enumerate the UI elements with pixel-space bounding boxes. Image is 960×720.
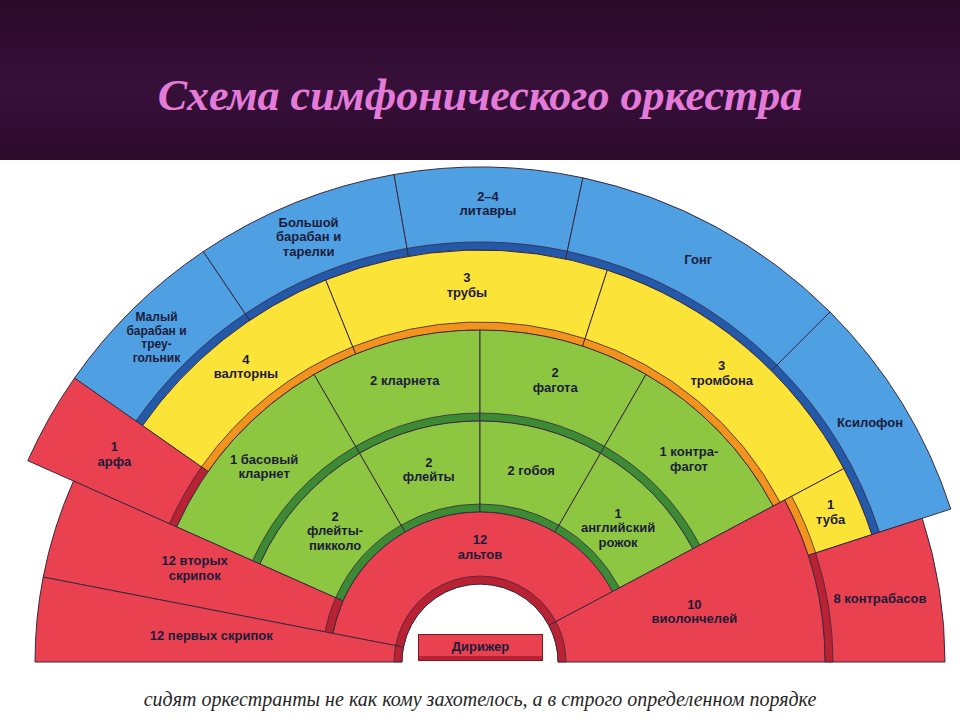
section-label: 1 английский рожок bbox=[576, 507, 660, 551]
section-label: 1 контра- фагот bbox=[656, 446, 722, 475]
section-shape bbox=[549, 500, 825, 662]
label-holder: Большой барабан и тарелки bbox=[267, 216, 351, 260]
section-label: 10 виолончелей bbox=[644, 598, 744, 627]
label-holder: Ксилофон bbox=[827, 416, 913, 431]
section-label: 2 кларнета bbox=[370, 374, 440, 389]
instrument-section: Дирижер bbox=[418, 634, 543, 661]
section-label: 1 басовый кларнет bbox=[229, 453, 299, 482]
section-side bbox=[394, 646, 403, 662]
section-label: Ксилофон bbox=[827, 416, 913, 431]
label-holder: 8 контрабасов bbox=[830, 591, 930, 606]
section-label: 2 гобоя bbox=[507, 463, 555, 478]
section-outline bbox=[546, 498, 827, 664]
instrument-section: 12 первых скрипок bbox=[33, 575, 406, 664]
section-shape bbox=[808, 518, 945, 662]
instrument-section: 10 виолончелей bbox=[546, 498, 827, 664]
label-holder: 1 басовый кларнет bbox=[229, 453, 299, 482]
section-outline bbox=[33, 575, 406, 664]
label-holder: 4 валторны bbox=[211, 353, 281, 382]
section-side bbox=[325, 598, 343, 634]
label-holder: 2 флейты- пикколо bbox=[303, 510, 367, 554]
label-holder: 1 туба bbox=[811, 499, 851, 528]
section-label: 4 валторны bbox=[211, 353, 281, 382]
section-label: 2–4 литавры bbox=[453, 190, 523, 219]
title-bar: Схема симфонического оркестра bbox=[0, 0, 960, 160]
label-holder: 2–4 литавры bbox=[453, 190, 523, 219]
section-label: 12 альтов bbox=[453, 533, 508, 562]
section-label: 2 флейты bbox=[401, 456, 456, 485]
section-label: Гонг bbox=[668, 253, 728, 268]
section-side bbox=[549, 622, 566, 662]
section-label: Дирижер bbox=[452, 640, 509, 655]
label-holder: 12 первых скрипок bbox=[146, 629, 276, 644]
section-label: 3 тромбона bbox=[687, 359, 757, 388]
section-label: Большой барабан и тарелки bbox=[267, 216, 351, 260]
label-holder: 1 арфа bbox=[93, 441, 135, 470]
label-holder: 10 виолончелей bbox=[644, 598, 744, 627]
section-outline bbox=[806, 516, 947, 664]
label-holder: 2 кларнета bbox=[370, 374, 440, 389]
section-label: 1 туба bbox=[811, 499, 851, 528]
label-holder: 12 вторых скрипок bbox=[135, 555, 255, 584]
caption: сидят оркестранты не как кому захотелось… bbox=[0, 688, 960, 711]
label-holder: 12 альтов bbox=[453, 533, 508, 562]
section-label: 3 трубы bbox=[443, 272, 491, 301]
label-holder: 3 трубы bbox=[443, 272, 491, 301]
label-holder: 1 контра- фагот bbox=[656, 446, 722, 475]
label-holder: 3 тромбона bbox=[687, 359, 757, 388]
label-holder: 2 гобоя bbox=[507, 463, 555, 478]
label-holder: Гонг bbox=[668, 253, 728, 268]
section-shape bbox=[35, 577, 403, 662]
instrument-section: 8 контрабасов bbox=[806, 516, 947, 664]
label-holder: 1 английский рожок bbox=[576, 507, 660, 551]
section-label: 1 арфа bbox=[93, 441, 135, 470]
title: Схема симфонического оркестра bbox=[0, 0, 960, 121]
instrument-section: 2–4 литавры bbox=[392, 165, 585, 262]
label-holder: Малый барабан и треу- гольник bbox=[123, 312, 189, 366]
label-holder: 2 флейты bbox=[401, 456, 456, 485]
section-label: Малый барабан и треу- гольник bbox=[123, 312, 189, 366]
label-holder: 2 фагота bbox=[529, 367, 581, 396]
section-label: 2 фагота bbox=[529, 367, 581, 396]
section-label: 8 контрабасов bbox=[830, 591, 930, 606]
section-label: 2 флейты- пикколо bbox=[303, 510, 367, 554]
section-shape bbox=[394, 167, 583, 259]
section-label: 12 вторых скрипок bbox=[135, 555, 255, 584]
section-label: 12 первых скрипок bbox=[146, 629, 276, 644]
